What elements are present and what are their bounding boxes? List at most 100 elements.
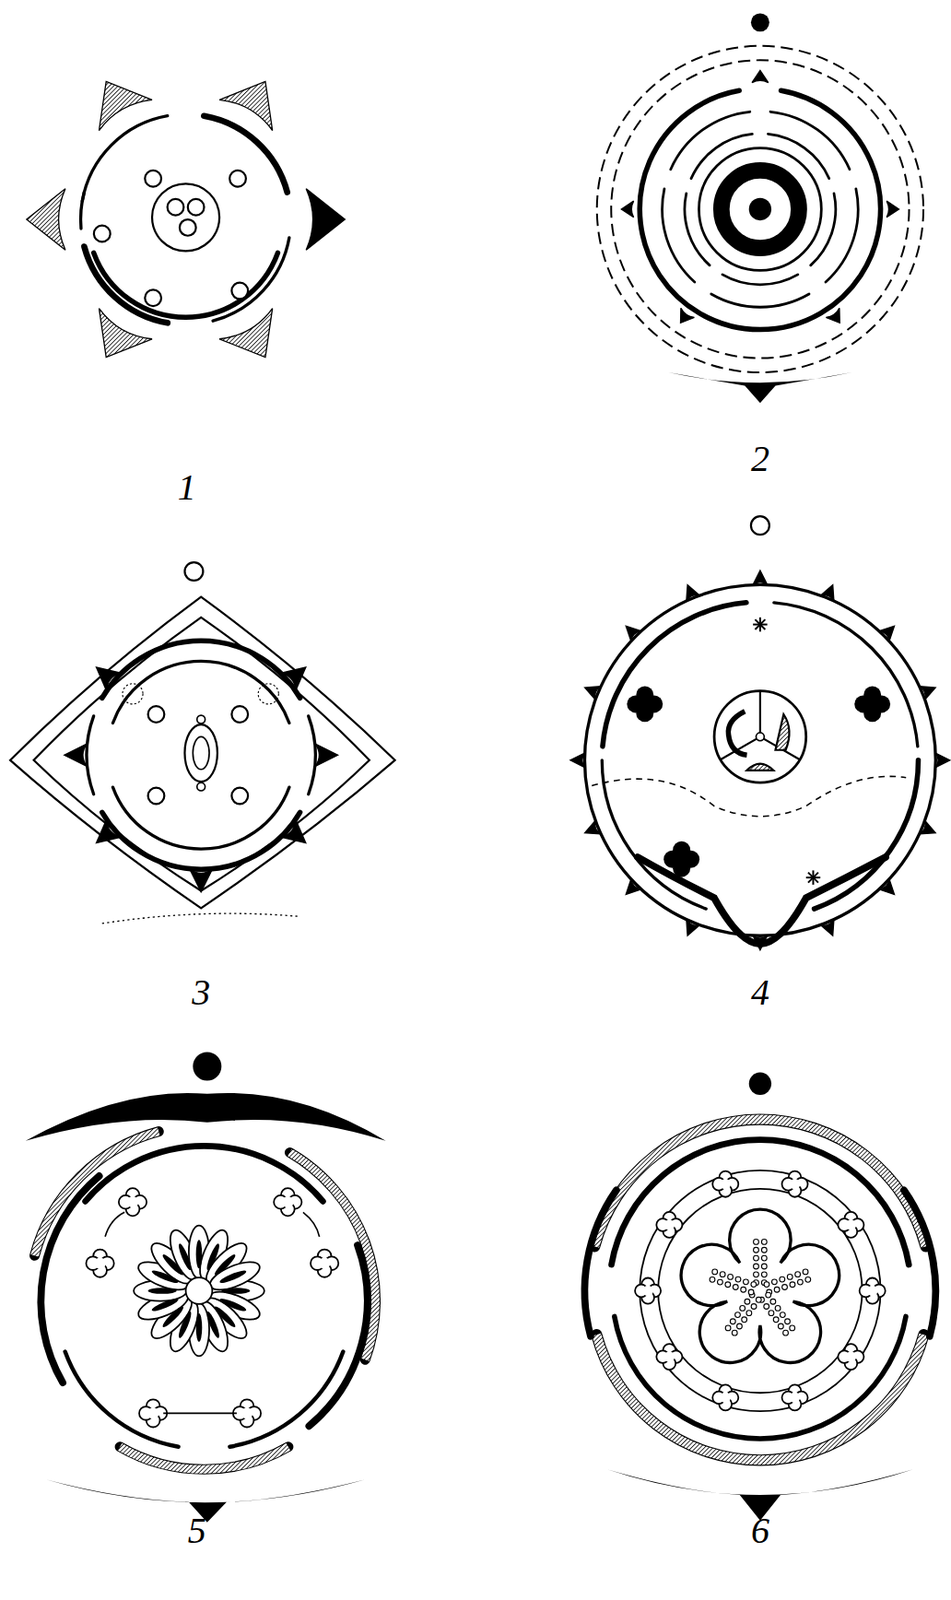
- carpel-core: [151, 1296, 180, 1314]
- bract: [25, 1092, 387, 1141]
- figure-number: 3: [191, 974, 211, 1011]
- ovule: [761, 1246, 767, 1253]
- ovule: [739, 1305, 746, 1312]
- carpel-core: [221, 1287, 250, 1294]
- ovule: [802, 1268, 809, 1275]
- ovule: [744, 1298, 751, 1304]
- staminal-ring: [639, 1170, 881, 1411]
- ovule: [789, 1281, 796, 1288]
- floral-diagram: [26, 81, 345, 357]
- carpel-core: [196, 1313, 203, 1342]
- perianth-arc: [203, 116, 287, 193]
- star-mark: [808, 872, 819, 883]
- ovule: [735, 1312, 741, 1318]
- ovule: [737, 1323, 743, 1329]
- petal-outline: [722, 274, 799, 285]
- ovule: [783, 1329, 789, 1336]
- ovule: [779, 1312, 786, 1318]
- calyx-tooth: [821, 585, 834, 601]
- placenta: [755, 732, 764, 741]
- perianth-arc: [308, 716, 316, 795]
- locule: [167, 199, 185, 216]
- floral-diagram: [584, 1072, 936, 1521]
- ovule: [729, 1318, 736, 1325]
- ovule: [782, 1284, 788, 1291]
- anther-core: [720, 1178, 732, 1190]
- ovule: [795, 1271, 801, 1278]
- locule: [727, 711, 747, 756]
- perianth-arc: [93, 252, 279, 317]
- star-mark: [754, 619, 765, 630]
- stamen-circle: [229, 170, 247, 188]
- ovary-lobes: [680, 1209, 839, 1362]
- bract-triangle: [26, 188, 66, 250]
- anther-core: [845, 1350, 858, 1362]
- stamen-circle: [231, 787, 248, 805]
- carpel-core: [148, 1287, 177, 1294]
- ovule: [779, 1276, 786, 1282]
- ovule: [727, 1273, 734, 1280]
- connector-dash: [105, 1211, 125, 1237]
- anther-core: [318, 1256, 330, 1268]
- perianth-arc: [639, 90, 881, 329]
- ovule: [741, 1316, 748, 1323]
- ovule: [719, 1271, 726, 1278]
- ovule: [735, 1276, 741, 1282]
- ovule: [753, 1255, 760, 1261]
- calyx-tooth: [919, 821, 936, 834]
- stamen-circle: [148, 787, 165, 805]
- stamen-circle: [93, 225, 111, 243]
- ovule: [753, 1239, 760, 1245]
- carpel-core: [218, 1296, 247, 1314]
- sepal-tip: [751, 70, 769, 83]
- calyx-tooth: [935, 752, 951, 768]
- ovary-circle: [152, 183, 220, 251]
- anther-core: [789, 1178, 801, 1190]
- anther-core: [281, 1196, 294, 1208]
- sepal-tip: [64, 743, 87, 766]
- carpel-core: [176, 1242, 194, 1271]
- carpel-core: [218, 1268, 247, 1285]
- axis-dot: [749, 1072, 772, 1095]
- dashed-whorl: [610, 59, 909, 358]
- carpel-core: [151, 1268, 180, 1285]
- ovary: [184, 724, 217, 782]
- axis-circle: [751, 516, 770, 535]
- bract-triangle: [305, 188, 345, 250]
- calyx-tooth: [570, 752, 586, 768]
- ovule: [755, 1296, 762, 1303]
- ovule: [777, 1323, 784, 1329]
- ovule: [753, 1271, 760, 1278]
- hatched-arc: [596, 1334, 924, 1460]
- ovule: [785, 1318, 791, 1325]
- calyx-tooth: [585, 821, 601, 834]
- anther-core: [789, 1392, 801, 1404]
- anther-core: [664, 1350, 676, 1362]
- anther-core: [642, 1285, 654, 1297]
- anther-core: [867, 1285, 879, 1297]
- axis-dot: [192, 1051, 222, 1081]
- perianth-arc: [112, 786, 289, 849]
- ovary-circle: [714, 691, 807, 784]
- ovule: [709, 1276, 716, 1282]
- ovule: [743, 1279, 750, 1285]
- carpel-core: [204, 1242, 222, 1271]
- bract: [668, 372, 852, 403]
- carpel-petal: [206, 1256, 264, 1295]
- calyx-tooth: [919, 686, 936, 700]
- anther-core: [664, 1219, 676, 1231]
- petal-inner: [698, 148, 822, 271]
- figure-number: 4: [751, 974, 770, 1011]
- locule: [179, 219, 197, 236]
- stigma: [197, 715, 206, 724]
- ovule: [774, 1286, 780, 1292]
- carpel-core: [176, 1310, 194, 1339]
- anther-core: [673, 850, 691, 868]
- lip: [637, 857, 886, 944]
- ovule: [805, 1276, 811, 1282]
- perianth-arc: [65, 1351, 179, 1447]
- hatched-arc: [119, 1446, 289, 1469]
- ovule: [761, 1263, 767, 1269]
- sepal-tip: [315, 743, 338, 766]
